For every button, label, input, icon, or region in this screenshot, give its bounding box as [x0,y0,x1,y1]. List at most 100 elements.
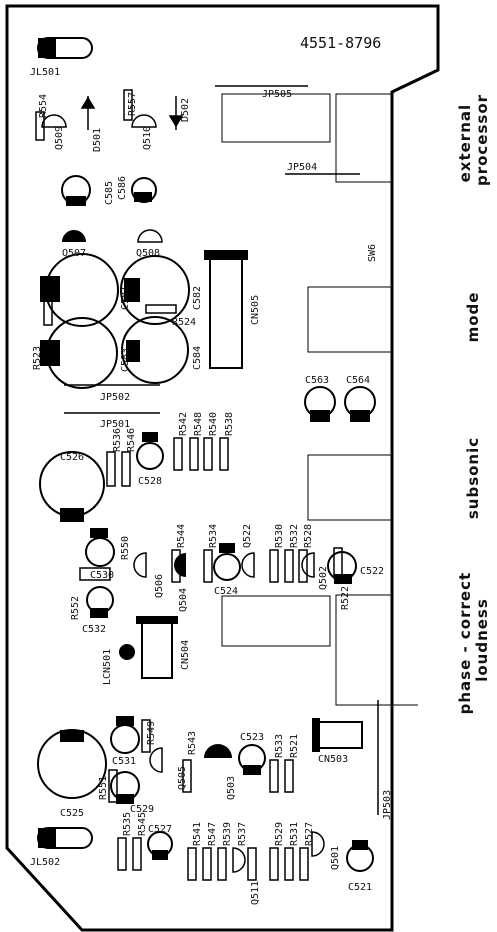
label-q507: Q507 [62,248,86,259]
label-jp504: JP504 [287,162,317,173]
label-cn504: CN504 [180,640,191,670]
cap-c521 [346,840,374,872]
label-r541: R541 [192,822,203,846]
cap-c529 [110,771,140,804]
label-c521: C521 [348,882,372,893]
transistor-q502 [301,552,315,578]
cap-c525 [37,729,107,799]
label-jp502: JP502 [100,392,130,403]
side-label-mode: mode [464,292,482,343]
transistor-q506 [133,552,147,578]
label-q504: Q504 [178,588,189,612]
label-c564: C564 [346,375,370,386]
label-q506: Q506 [154,574,165,598]
diode-d501 [80,96,96,130]
cap-c584 [121,316,189,384]
label-r535: R535 [122,812,133,836]
label-c526: C526 [60,452,84,463]
label-sw6: SW6 [367,244,378,262]
label-q511: Q511 [250,881,261,905]
cap-c528 [136,432,164,470]
label-jl501: JL501 [30,67,60,78]
transistor-q501 [311,831,325,857]
label-r554: R554 [38,94,49,118]
label-r542: R542 [178,412,189,436]
slot-mode [307,286,393,353]
label-cn505: CN505 [250,295,261,325]
label-q503: Q503 [226,776,237,800]
label-jp503: JP503 [382,790,393,820]
label-cn503: CN503 [318,754,348,765]
label-q509: Q509 [54,126,65,150]
component-labels: JL501 JL502 JP505 JP504 JP502 JP501 JP50… [30,67,393,905]
label-r527: R527 [304,822,315,846]
label-r543: R543 [187,731,198,755]
label-r552: R552 [70,596,81,620]
part-number: 4551-8796 [300,34,381,52]
connector-cn503-tab [312,718,320,752]
label-jp505: JP505 [262,89,292,100]
board-outline [5,4,440,932]
label-q505: Q505 [177,766,188,790]
label-r521: R521 [289,734,300,758]
label-r539: R539 [222,822,233,846]
label-r557: R557 [127,92,138,116]
label-r528: R528 [303,524,314,548]
slot-subsonic [307,454,393,521]
label-d501: D501 [92,128,103,152]
label-d502: D502 [180,98,191,122]
cap-c531 [110,716,140,754]
jack-jl502 [37,827,93,849]
cap-c530-a [85,528,115,567]
transistor-q505 [149,747,163,773]
label-r545: R545 [137,812,148,836]
transistor-q511 [232,847,246,873]
label-r536: R536 [112,428,123,452]
cap-c527 [147,831,173,860]
label-r549: R549 [146,721,157,745]
label-lcn501: LCN501 [102,649,113,685]
diode-d502 [168,96,184,130]
label-r538: R538 [224,412,235,436]
label-q502: Q502 [318,566,329,590]
connector-cn504 [141,621,173,679]
label-c524: C524 [214,586,238,597]
pad-strip-lower [221,595,331,647]
transistor-q508 [137,229,163,243]
cap-c583 [40,317,118,389]
label-q522: Q522 [242,524,253,548]
label-c586: C586 [117,176,128,200]
slot-phase [335,594,393,706]
label-c528: C528 [138,476,162,487]
connector-cn504-tab [136,616,178,624]
label-c530: C530 [90,570,114,581]
label-r550: R550 [120,536,131,560]
jack-jl501 [37,37,93,59]
side-label-phase: phase - correct loudness [456,566,491,715]
label-c529: C529 [130,804,154,815]
label-c585: C585 [104,181,115,205]
label-r537: R537 [237,822,248,846]
label-c527: C527 [148,824,172,835]
cap-c564 [344,386,376,422]
connector-cn505 [209,257,243,369]
label-r544: R544 [176,524,187,548]
label-r523: R523 [32,346,43,370]
label-r522: R522 [340,586,351,610]
label-q508: Q508 [136,248,160,259]
cap-c524 [213,543,241,581]
transistor-q507 [62,230,86,242]
label-c532: C532 [82,624,106,635]
transistor-q509 [41,114,67,128]
cap-c523 [238,744,266,775]
cap-c563 [304,386,336,422]
label-r551: R551 [98,776,109,800]
label-c563: C563 [305,375,329,386]
cap-c532 [86,586,114,618]
label-r532: R532 [289,524,300,548]
label-jl502: JL502 [30,857,60,868]
label-r547: R547 [207,822,218,846]
label-r531: R531 [289,822,300,846]
label-c581: C581 [120,286,131,310]
